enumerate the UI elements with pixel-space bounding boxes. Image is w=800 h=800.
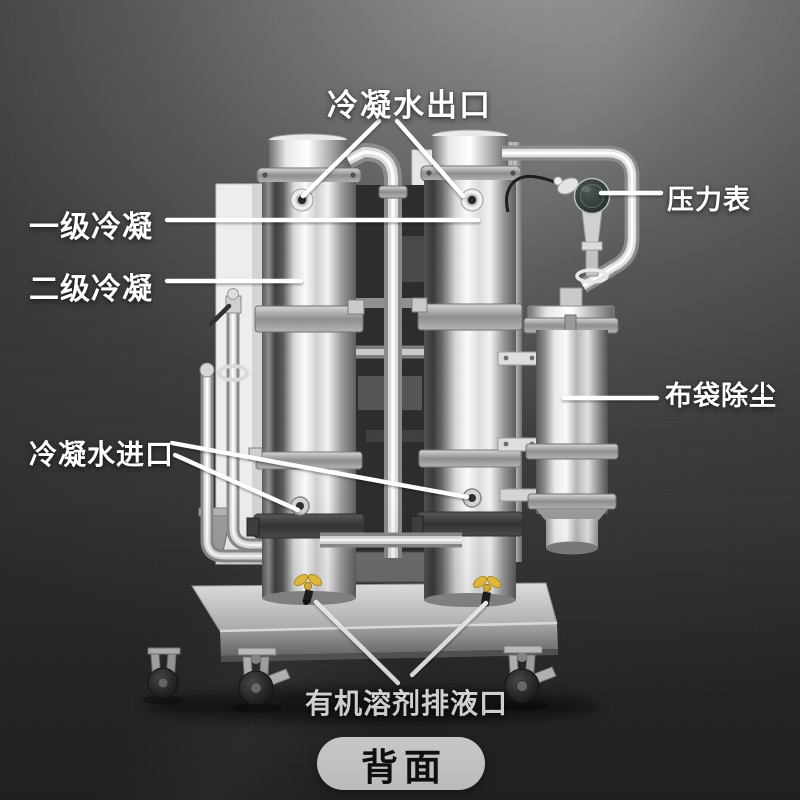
condenser-column-right (410, 129, 524, 607)
pressure-gauge-head (573, 177, 611, 215)
condenser-column-left (246, 133, 365, 605)
callout-line-drain-left (313, 599, 401, 686)
callout-line-inlet-right (169, 440, 470, 500)
label-condensate-outlet: 冷凝水出口 (327, 88, 492, 123)
label-condensate-inlet: 冷凝水进口 (29, 439, 175, 470)
bag-dust-filter (497, 287, 619, 555)
center-gooseneck-pipe (320, 142, 462, 558)
callout-line-outlet-right (394, 118, 466, 199)
pressure-transmitter (505, 175, 611, 284)
label-primary-condenser: 一级冷凝 (29, 211, 153, 244)
label-pressure-gauge: 压力表 (667, 185, 751, 215)
callout-lines (164, 118, 664, 686)
inlet-piping (198, 288, 262, 563)
callout-line-outlet-left (300, 118, 382, 199)
sensor-cable (505, 175, 561, 213)
caster-wheel-front-right (496, 645, 557, 711)
pressure-pipe-loop (502, 145, 640, 293)
callout-line-drain-right (409, 600, 489, 678)
inlet-valve (208, 288, 242, 327)
label-organic-solvent-drain: 有机溶剂排液口 (305, 688, 509, 719)
drain-valve-left (293, 573, 323, 605)
condensate-outlet-port-right (460, 188, 484, 212)
label-bag-dust-filter: 布袋除尘 (665, 381, 777, 411)
view-badge: 背面 (317, 737, 485, 790)
caster-wheel-front-left (230, 647, 291, 713)
drain-valve-right (472, 575, 502, 607)
label-secondary-condenser: 二级冷凝 (29, 273, 153, 306)
caster-wheel-rear-left (143, 647, 183, 705)
callout-line-inlet-left (172, 452, 301, 513)
